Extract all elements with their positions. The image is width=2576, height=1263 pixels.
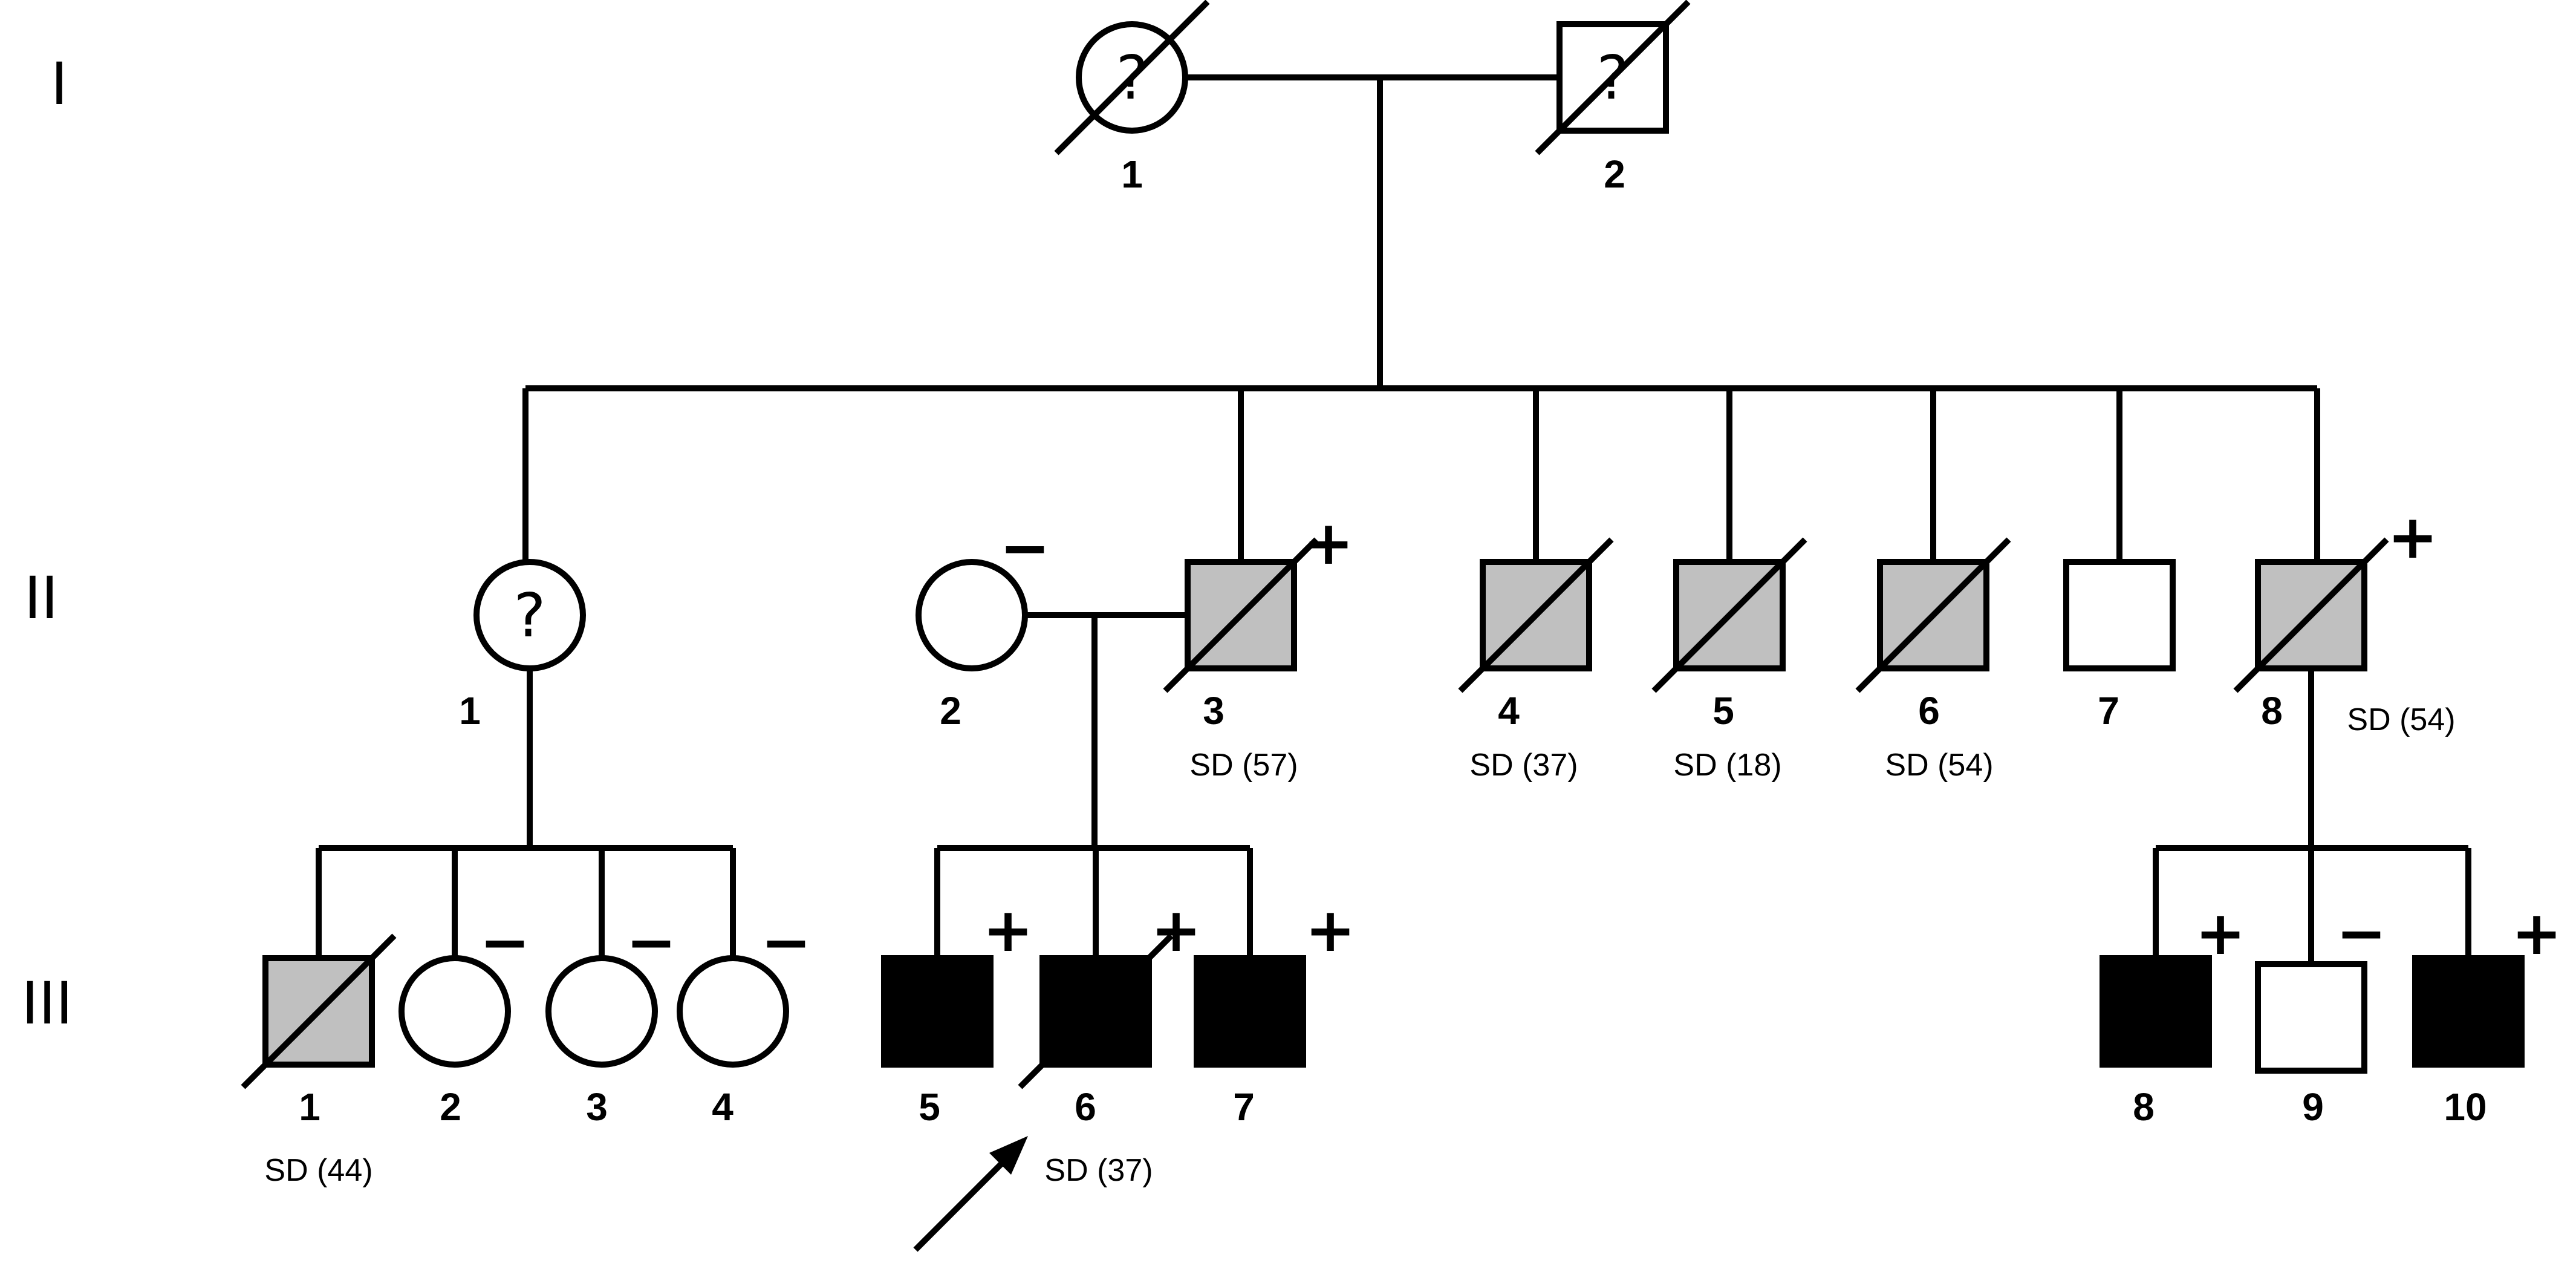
individual-number: 7 <box>1233 1085 1255 1129</box>
individual-I-1: ?1 <box>1054 0 1210 196</box>
male-symbol <box>2255 961 2367 1074</box>
individual-number: 6 <box>1075 1085 1096 1129</box>
individual-II-1: ?1 <box>459 559 586 733</box>
genetic-test-negative: − <box>761 907 812 977</box>
individual-number: 2 <box>940 689 961 733</box>
individual-number: 4 <box>1498 689 1520 733</box>
female-symbol <box>916 559 1028 671</box>
genetic-test-positive: + <box>1303 507 1354 578</box>
deceased-slash-inner <box>1044 959 1148 1063</box>
sudden-death-age-note: SD (44) <box>264 1153 372 1188</box>
individual-II-4: 4 SD (37) <box>1458 537 1614 783</box>
individual-III-2: 2− <box>398 907 530 1129</box>
individual-number: 5 <box>919 1085 940 1129</box>
proband-arrow-shaft <box>913 1147 1018 1252</box>
individual-number: 10 <box>2444 1085 2487 1129</box>
female-symbol <box>473 559 586 671</box>
individual-II-6: 6 SD (54) <box>1855 537 2011 783</box>
individual-II-3: 3 SD (57) + <box>1163 507 1354 783</box>
individual-III-7: 7+ <box>1194 895 1356 1129</box>
individual-number: 5 <box>1712 689 1734 733</box>
individual-III-10: 10 + <box>2412 898 2562 1129</box>
individual-III-8: 8+ <box>2100 898 2246 1129</box>
unknown-status-label: ? <box>513 580 545 651</box>
male-symbol <box>1194 955 1306 1068</box>
genetic-test-negative: − <box>626 907 677 977</box>
generation-label-2: II <box>24 564 59 632</box>
pedigree-lines <box>316 74 2471 1252</box>
individual-II-2: 2− <box>916 512 1050 733</box>
individual-III-9: 9− <box>2255 898 2387 1129</box>
individual-number: 1 <box>299 1085 320 1129</box>
individual-number: 3 <box>1203 689 1225 733</box>
individual-III-5: 5+ <box>881 895 1033 1129</box>
individual-III-3: 3− <box>545 907 677 1129</box>
deceased-slash <box>1651 537 1807 693</box>
genetic-test-positive: + <box>1151 895 1202 965</box>
genetic-test-negative: − <box>1000 512 1050 583</box>
female-symbol <box>398 955 511 1068</box>
individual-number: 1 <box>1121 152 1143 196</box>
individual-II-5: 5 SD (18) <box>1651 537 1807 783</box>
genetic-test-positive: + <box>983 895 1033 965</box>
individual-number: 2 <box>440 1085 461 1129</box>
female-symbol <box>677 955 789 1068</box>
male-symbol <box>2063 559 2176 671</box>
individual-number: 1 <box>459 689 481 733</box>
genetic-test-positive: + <box>2511 898 2562 968</box>
individual-number: 9 <box>2302 1085 2324 1129</box>
individual-I-2: ?2 <box>1535 0 1691 196</box>
sudden-death-age-note: SD (54) <box>1885 748 1993 783</box>
individual-number: 8 <box>2261 689 2283 733</box>
genetic-test-negative: − <box>2336 898 2387 968</box>
genetic-test-positive: + <box>1305 895 1356 965</box>
sudden-death-age-note: SD (54) <box>2347 702 2455 737</box>
individual-II-8: 8 SD (54) + <box>2233 501 2456 737</box>
individual-III-6: 6 SD (37) + <box>1018 895 1202 1188</box>
sudden-death-age-note: SD (37) <box>1469 748 1578 783</box>
deceased-slash <box>2233 537 2389 693</box>
genetic-test-positive: + <box>2195 898 2246 968</box>
sudden-death-age-note: SD (37) <box>1044 1153 1153 1188</box>
genetic-test-positive: + <box>2387 501 2438 572</box>
generation-label-1: I <box>51 50 68 118</box>
individual-III-1: 1 SD (44) <box>241 933 397 1188</box>
deceased-slash <box>1458 537 1614 693</box>
individual-number: 7 <box>2098 689 2119 733</box>
sudden-death-age-note: SD (18) <box>1673 748 1781 783</box>
individual-II-7: 7 <box>2063 559 2176 733</box>
individuals: ?1?2?12−3SD (57)+4SD (37)5SD (18)6SD (54… <box>241 0 2562 1188</box>
individual-number: 8 <box>2133 1085 2155 1129</box>
genetic-test-negative: − <box>480 907 530 977</box>
individual-number: 3 <box>586 1085 608 1129</box>
male-symbol <box>2100 955 2212 1068</box>
male-symbol <box>881 955 994 1068</box>
individual-number: 2 <box>1604 152 1625 196</box>
deceased-slash <box>1535 0 1691 155</box>
deceased-slash <box>1054 0 1210 155</box>
sudden-death-age-note: SD (57) <box>1189 748 1298 783</box>
individual-III-4: 4− <box>677 907 812 1129</box>
female-symbol <box>545 955 658 1068</box>
deceased-slash <box>241 933 397 1089</box>
male-symbol <box>2412 955 2525 1068</box>
individual-number: 6 <box>1918 689 1940 733</box>
deceased-slash <box>1163 537 1319 693</box>
generation-label-3: III <box>22 970 73 1037</box>
proband-arrow-head <box>989 1136 1028 1175</box>
individual-number: 4 <box>712 1085 733 1129</box>
deceased-slash <box>1855 537 2011 693</box>
